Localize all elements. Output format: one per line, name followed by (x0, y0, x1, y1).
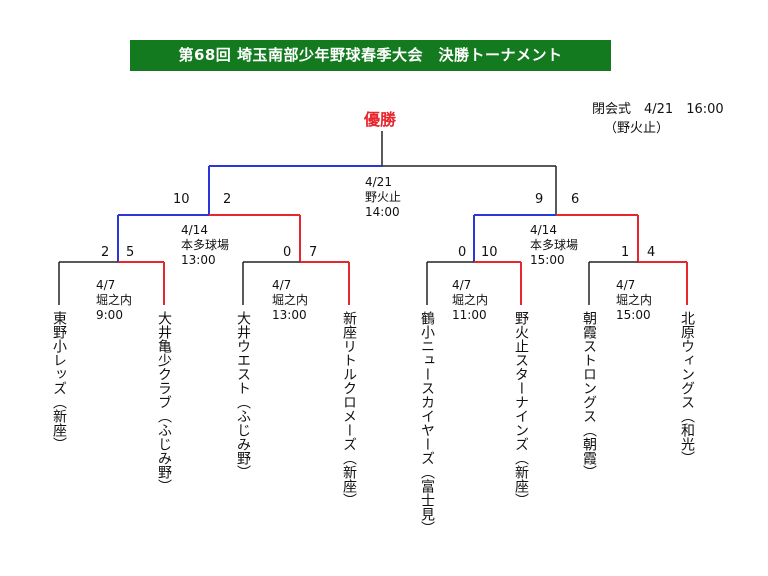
r1m3-date: 4/7 (452, 278, 472, 292)
r1m3-score-right: 10 (481, 245, 498, 260)
r1m1-time: 9:00 (96, 308, 123, 322)
winner-label: 優勝 (363, 110, 396, 129)
r1m3-match-info: 4/7 堀之内 11:00 (452, 278, 488, 323)
final-date: 4/21 (365, 175, 392, 189)
team-name-7: 朝霞ストロングス（朝霞） (581, 311, 597, 479)
semi1-venue: 本多球場 (181, 238, 230, 252)
r1m4-date: 4/7 (616, 278, 636, 292)
semi1-time: 13:00 (181, 253, 216, 267)
team-name-8: 北原ウィングス（和光） (679, 311, 695, 465)
semi1-match-info: 4/14 本多球場 13:00 (181, 223, 229, 268)
r1m2-match-info: 4/7 堀之内 13:00 (272, 278, 308, 323)
closing-ceremony-datetime: 閉会式 4/21 16:00 (592, 102, 724, 117)
closing-ceremony-info: 閉会式 4/21 16:00 （野火止） (592, 100, 724, 138)
semi1-score-left: 10 (173, 192, 190, 207)
r1m1-venue: 堀之内 (96, 293, 133, 307)
semi2-venue: 本多球場 (530, 238, 579, 252)
team-name-4: 新座リトルクロメーズ（新座） (341, 311, 357, 507)
final-time: 14:00 (365, 205, 400, 219)
r1m1-score-left: 2 (101, 245, 110, 260)
semi1-score-right: 2 (223, 192, 232, 207)
r1m1-score-right: 5 (126, 245, 135, 260)
team-name-3: 大井ウエスト（ふじみ野） (235, 311, 251, 479)
semi2-date: 4/14 (530, 223, 557, 237)
r1m4-score-left: 1 (621, 245, 630, 260)
r1m2-time: 13:00 (272, 308, 307, 322)
r1m2-score-right: 7 (309, 245, 318, 260)
r1m1-date: 4/7 (96, 278, 116, 292)
team-name-1: 東野小レッズ（新座） (51, 311, 67, 451)
r1m3-score-left: 0 (458, 245, 467, 260)
final-venue: 野火止 (365, 190, 402, 204)
r1m4-match-info: 4/7 堀之内 15:00 (616, 278, 652, 323)
page-title: 第68回 埼玉南部少年野球春季大会 決勝トーナメント (130, 40, 611, 71)
r1m1-match-info: 4/7 堀之内 9:00 (96, 278, 132, 323)
r1m4-venue: 堀之内 (616, 293, 653, 307)
r1m2-venue: 堀之内 (272, 293, 309, 307)
team-name-6: 野火止スターナインズ（新座） (513, 311, 529, 507)
r1m4-score-right: 4 (647, 245, 656, 260)
r1m2-date: 4/7 (272, 278, 292, 292)
closing-ceremony-venue: （野火止） (604, 121, 670, 136)
r1m4-time: 15:00 (616, 308, 651, 322)
team-name-2: 大井亀少クラブ（ふじみ野） (156, 311, 172, 493)
semi2-time: 15:00 (530, 253, 565, 267)
semi2-match-info: 4/14 本多球場 15:00 (530, 223, 578, 268)
team-name-5: 鶴小ニュースカイヤーズ（富士見） (419, 311, 435, 535)
r1m3-time: 11:00 (452, 308, 487, 322)
r1m2-score-left: 0 (283, 245, 292, 260)
semi2-score-right: 6 (571, 192, 580, 207)
final-match-info: 4/21 野火止 14:00 (365, 175, 401, 220)
r1m3-venue: 堀之内 (452, 293, 489, 307)
semi2-score-left: 9 (535, 192, 544, 207)
semi1-date: 4/14 (181, 223, 208, 237)
